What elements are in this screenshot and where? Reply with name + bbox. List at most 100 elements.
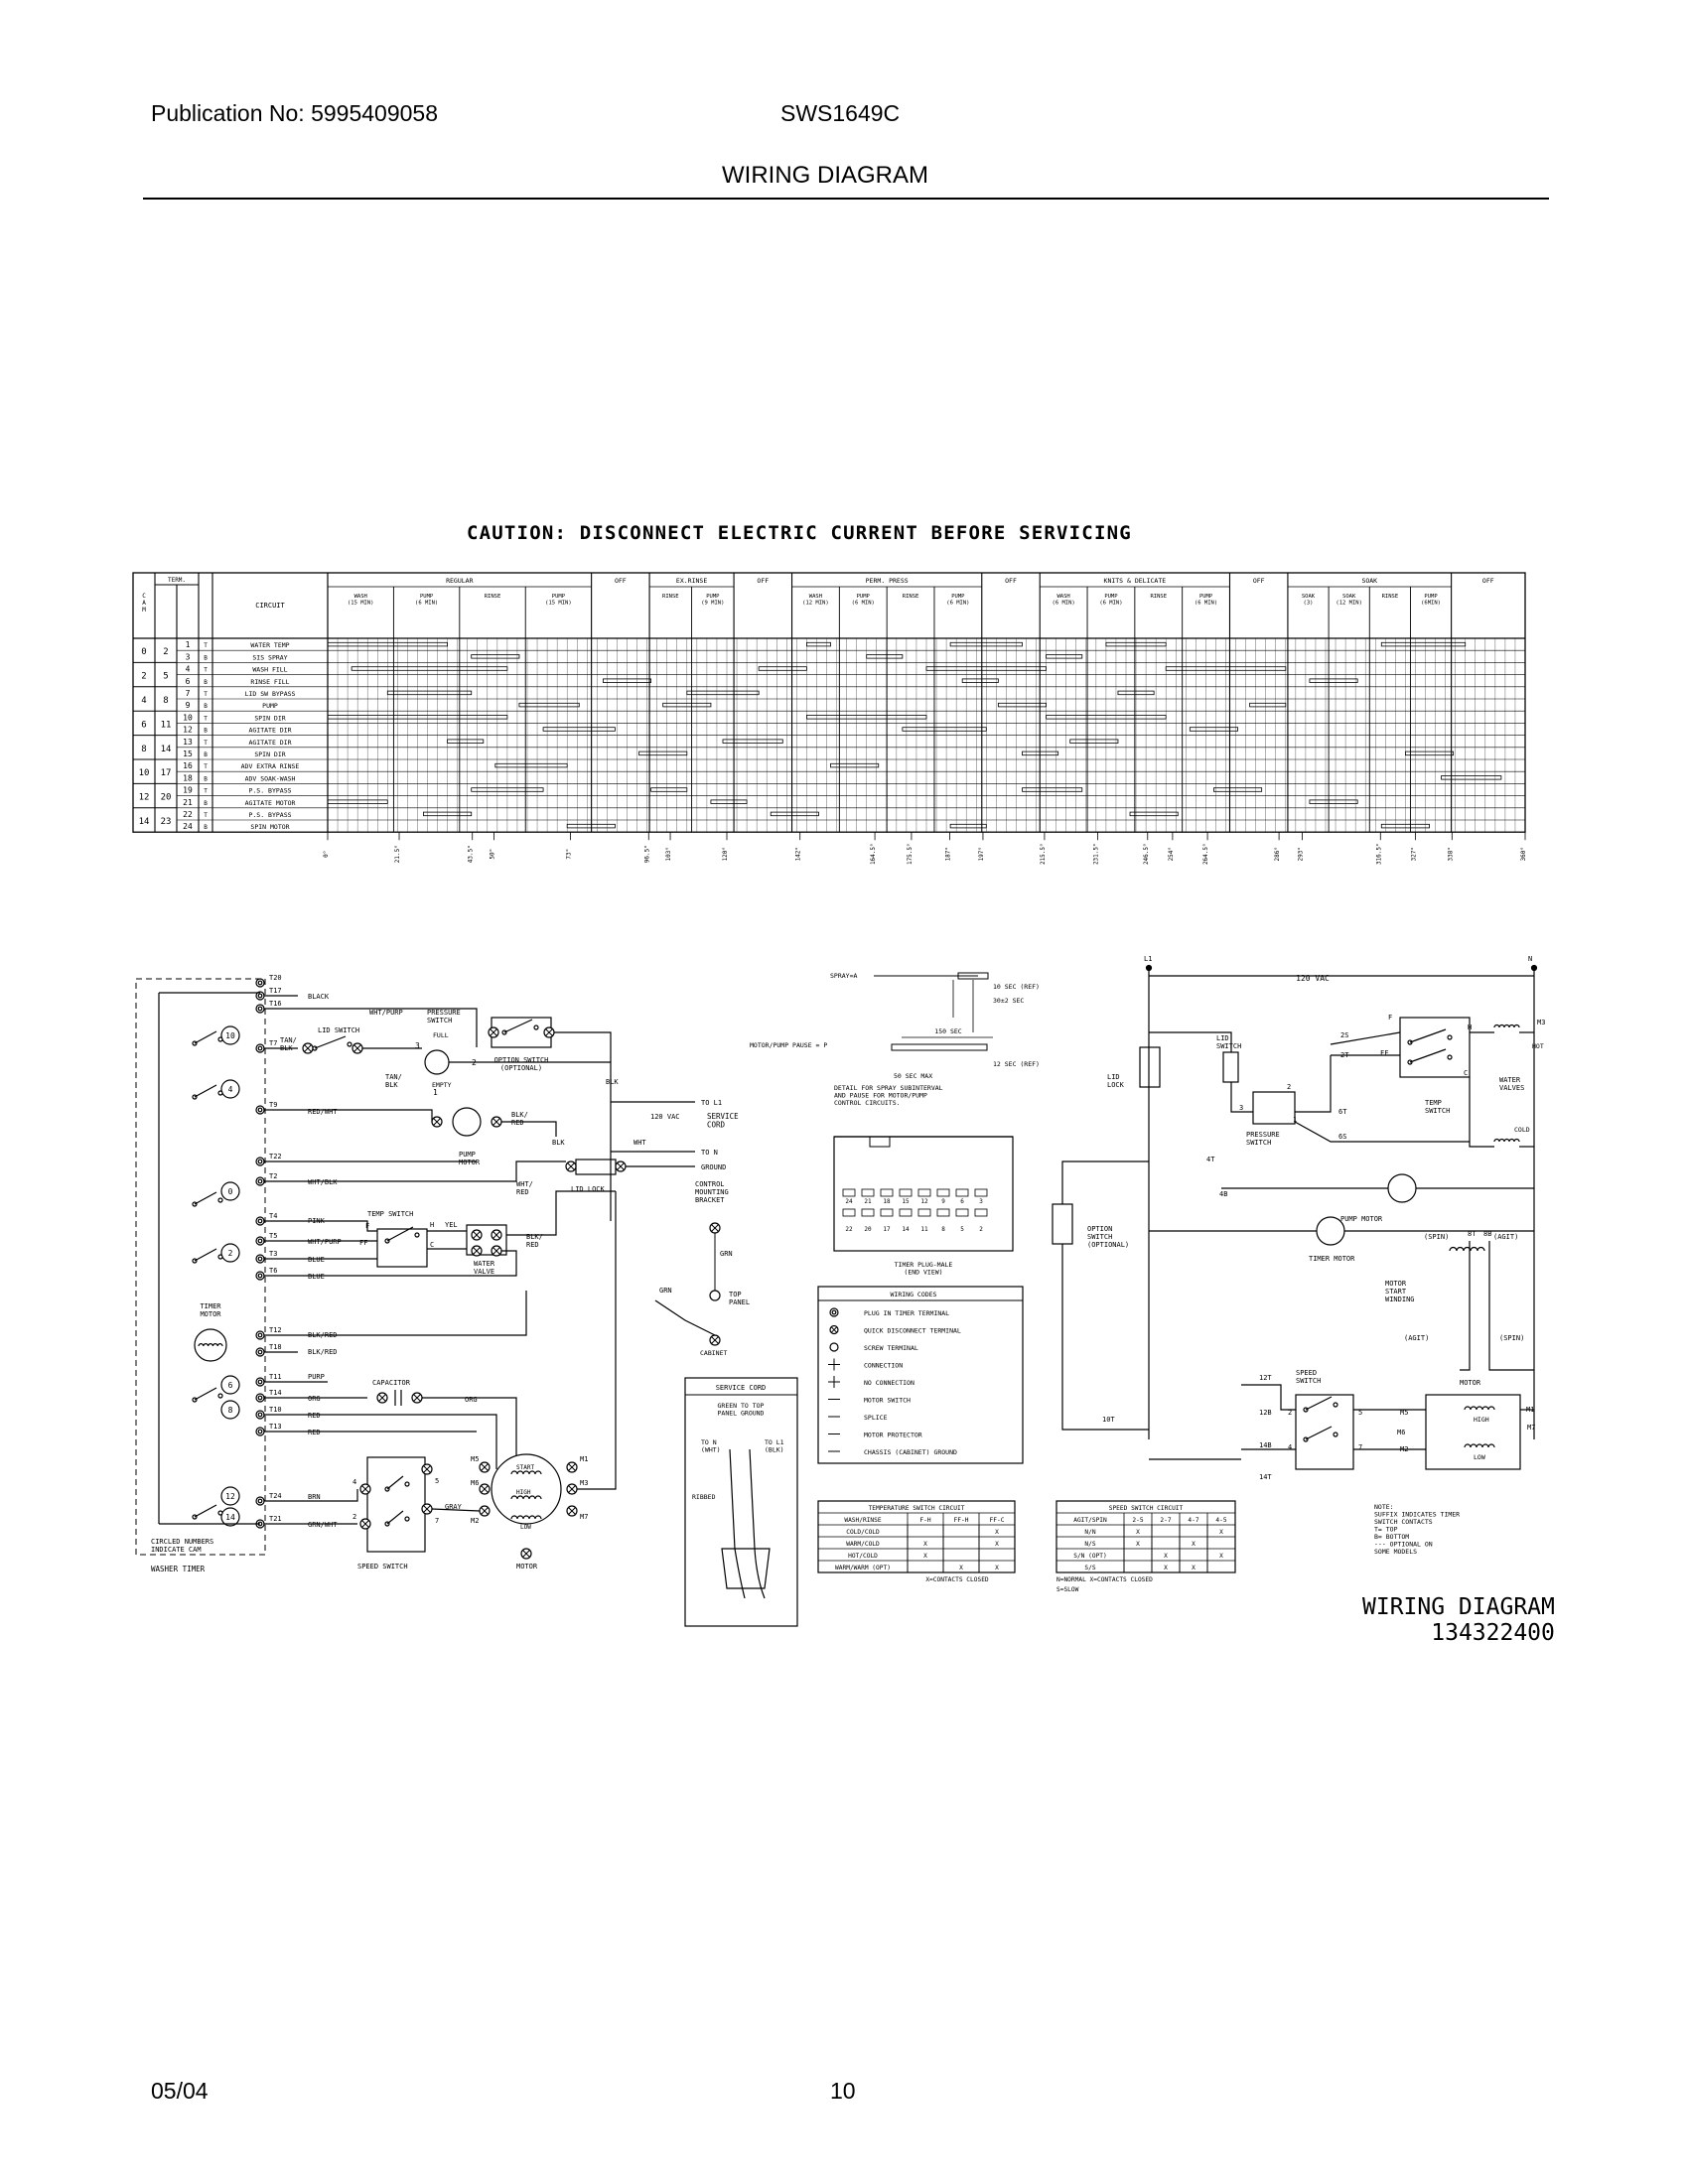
temp-table-cell: F-H — [919, 1517, 930, 1524]
start-coil — [510, 1470, 542, 1475]
label-pink: PINK — [308, 1217, 326, 1225]
label-full: FULL — [433, 1031, 449, 1039]
x-mark — [711, 1336, 719, 1344]
plug-pin — [917, 1208, 931, 1217]
terminal-label: T6 — [269, 1267, 277, 1275]
term-10T: 10T — [1102, 1416, 1115, 1424]
terminal-label: T2 — [269, 1172, 277, 1180]
m2: M2 — [471, 1517, 479, 1525]
term-number: 13 — [183, 738, 193, 747]
pressure-switch-right — [1252, 1091, 1296, 1125]
switch-contact — [217, 1393, 223, 1399]
temp-FF: FF — [1380, 1049, 1388, 1057]
label-blk-2: BLK — [552, 1139, 565, 1147]
plug-pin-number: 3 — [979, 1198, 983, 1205]
x-mark — [304, 1044, 312, 1052]
terminal-dot — [257, 1006, 263, 1012]
contact-bar — [566, 823, 616, 829]
cam-circle-number: 12 — [225, 1492, 235, 1501]
terminal-dot — [257, 1273, 263, 1279]
plug-pin — [974, 1188, 988, 1197]
term-8B: 8B — [1483, 1230, 1491, 1238]
plug-pin — [936, 1188, 950, 1197]
contact-bar — [1129, 811, 1179, 817]
option-switch-right — [1052, 1203, 1073, 1245]
label-blk-red-2: BLK/RED — [526, 1233, 543, 1249]
sub-label: RINSE — [1382, 594, 1399, 600]
contact-bar — [925, 666, 1047, 671]
wire — [449, 1061, 612, 1221]
label-grn: GRN — [720, 1250, 733, 1258]
term-number: 21 — [183, 798, 193, 807]
label-lid-lock: LID LOCK — [571, 1185, 606, 1193]
temp-H: H — [1468, 1024, 1472, 1031]
label-org: ORG — [308, 1395, 321, 1403]
degree-label: 164.5° — [870, 843, 877, 865]
term-position: B — [204, 728, 208, 735]
terminal-label: T3 — [269, 1250, 277, 1258]
contact-bar — [447, 739, 485, 744]
speed-table-cell: N/S — [1084, 1541, 1095, 1548]
cam-term-number: 20 — [161, 793, 172, 803]
wiring-code-item: SPLICE — [864, 1414, 888, 1422]
degree-label: 175.5° — [907, 843, 914, 865]
pump-motor-right — [1387, 1173, 1417, 1203]
contact-bar — [1309, 799, 1358, 804]
terminal-dot — [257, 1379, 263, 1385]
term-position: B — [204, 751, 208, 758]
terminal-dot — [257, 1218, 263, 1224]
speed-contact-right — [1305, 1426, 1333, 1440]
sec30-label: 30±2 SEC — [993, 997, 1024, 1005]
x-mark — [830, 1326, 838, 1333]
sub-label: PUMP(15 MIN) — [545, 594, 572, 606]
cam-circle — [220, 1079, 240, 1099]
terminal-dot — [257, 1412, 263, 1418]
cam-term-number: 14 — [161, 745, 172, 754]
m7: M7 — [580, 1513, 588, 1521]
water-valve-body — [466, 1224, 507, 1256]
x-mark — [492, 1247, 500, 1255]
term-position: B — [204, 654, 208, 661]
label-blk-red-3: BLK/RED — [308, 1331, 338, 1339]
term-12T: 12T — [1259, 1374, 1272, 1382]
x-mark — [378, 1394, 386, 1402]
circuit-name: RINSE FILL — [250, 678, 289, 686]
degree-label: 293° — [1298, 847, 1305, 861]
circuit-name: SPIN DIR — [254, 751, 285, 758]
plug-pin-number: 24 — [845, 1198, 853, 1205]
service-cord-plug — [721, 1448, 771, 1599]
contact-bar — [638, 751, 688, 756]
contact-bar — [949, 823, 987, 829]
label-low: LOW — [520, 1524, 531, 1531]
speed-table-cell: S/N (OPT) — [1073, 1553, 1107, 1560]
wire — [554, 1031, 612, 1062]
term-header: TERM. — [168, 577, 186, 584]
contact-bar — [327, 715, 508, 720]
caution-banner: CAUTION: DISCONNECT ELECTRIC CURRENT BEF… — [467, 522, 1132, 544]
option-switch — [503, 1019, 533, 1033]
label-speed-switch: SPEED SWITCH — [357, 1563, 408, 1570]
contact-bar — [1165, 666, 1287, 671]
temp-table-note: X=CONTACTS CLOSED — [925, 1576, 989, 1583]
switch-contact — [217, 1254, 223, 1260]
wire-org — [422, 1397, 517, 1459]
switch-contact — [414, 1232, 420, 1238]
ref12-label: 12 SEC (REF) — [993, 1060, 1040, 1068]
cam-switch — [194, 1030, 217, 1044]
term-2T: 2T — [1340, 1051, 1349, 1059]
sub-label: WASH(6 MIN) — [1053, 594, 1075, 606]
x-mark — [481, 1463, 489, 1471]
terminal-label: T7 — [269, 1039, 277, 1047]
wire — [1488, 1241, 1534, 1371]
degree-label: 264.5° — [1202, 843, 1209, 865]
temp-table-cell: FF-C — [990, 1517, 1005, 1524]
x-mark — [423, 1505, 431, 1513]
term-6S: 6S — [1338, 1133, 1346, 1141]
term-number: 12 — [183, 726, 193, 735]
group-label: SOAK — [1361, 577, 1377, 585]
temp-contact — [1409, 1048, 1447, 1063]
